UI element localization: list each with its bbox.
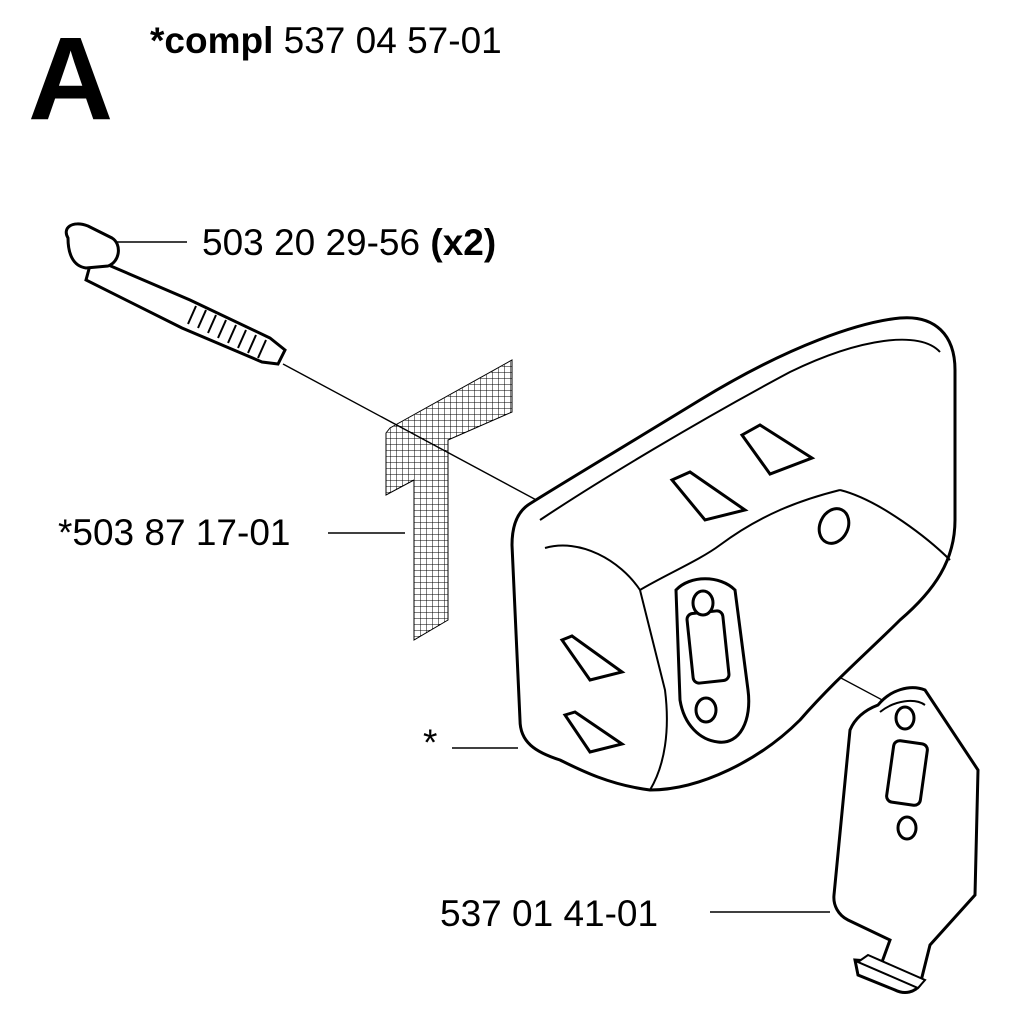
bracket-hole-top <box>894 705 916 731</box>
bolt-part-number: 503 20 29-56 <box>202 222 421 263</box>
muffler-port-hole-top <box>691 589 715 617</box>
muffler-top-edge <box>539 338 941 521</box>
section-letter: A <box>28 13 114 145</box>
louvre-slot-3 <box>559 634 626 682</box>
compl-prefix: *compl <box>150 20 274 61</box>
bolt-thread <box>187 305 267 359</box>
bolt <box>64 222 287 366</box>
bolt-quantity: (x2) <box>430 222 497 263</box>
muffler-marker: * <box>423 722 438 763</box>
spark-screen-mesh <box>385 359 513 641</box>
louvre-slot-1 <box>739 423 816 476</box>
bracket-part-number: 537 01 41-01 <box>440 893 659 934</box>
bracket-hole-bottom <box>896 815 918 841</box>
muffler-side-hole <box>817 507 851 545</box>
bracket-plate <box>832 686 980 994</box>
muffler-body <box>510 316 957 792</box>
bolt-head <box>64 222 120 270</box>
louvre-slot-2 <box>669 470 749 522</box>
louvre-slot-4 <box>562 710 626 754</box>
muffler-exhaust-port <box>685 609 731 685</box>
assembly-part-number: *compl 537 04 57-01 <box>150 22 502 59</box>
muffler-front-face <box>544 544 668 791</box>
muffler-port-hole-bottom <box>694 696 718 724</box>
bolt-shank <box>84 255 287 366</box>
spark-screen <box>385 359 513 641</box>
screen-part-number: *503 87 17-01 <box>58 512 291 553</box>
bracket-port <box>885 739 929 807</box>
bracket-tab <box>855 953 927 990</box>
bolt-callout: 503 20 29-56 (x2) <box>202 224 496 261</box>
muffler-side-edge <box>839 489 951 561</box>
muffler-mid-edge <box>639 489 841 591</box>
compl-number: 537 04 57-01 <box>283 20 502 61</box>
